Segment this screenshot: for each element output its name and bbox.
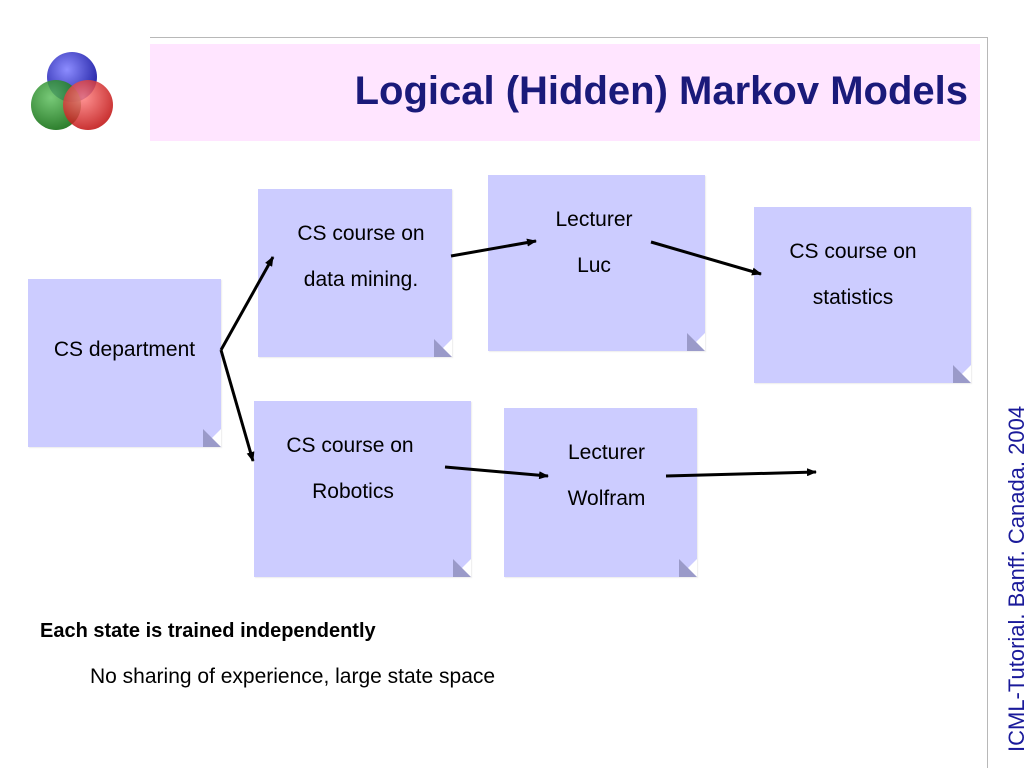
node-label-line-1: CS course on (297, 222, 425, 245)
node-lecturer-wolfram: Lecturer Wolfram (504, 408, 697, 577)
node-label-line-2: statistics (812, 286, 894, 309)
node-lecturer-luc: Lecturer Luc (488, 175, 705, 351)
edge-department-to-robotics (219, 349, 255, 462)
node-label-line-1: CS course on (286, 434, 414, 457)
title-band: Logical (Hidden) Markov Models (150, 44, 980, 141)
node-label-line-2: data mining. (303, 268, 419, 291)
node-label-line-1: Lecturer (555, 208, 633, 231)
logo-circles-icon (31, 52, 113, 130)
side-caption: ICML-Tutorial, Banff, Canada, 2004 (1004, 405, 1024, 752)
frame-right-line (987, 37, 988, 768)
frame-top-line (150, 37, 988, 38)
node-cs-course-robotics: CS course on Robotics (254, 401, 471, 577)
node-label-line-2: Wolfram (567, 487, 646, 510)
node-label-line-1: CS course on (789, 240, 917, 263)
node-label: CS department (53, 338, 196, 361)
node-cs-course-statistics: CS course on statistics (754, 207, 971, 383)
slide-title: Logical (Hidden) Markov Models (354, 69, 968, 113)
bullet-sub: No sharing of experience, large state sp… (90, 665, 496, 688)
node-label-line-2: Robotics (312, 480, 394, 503)
node-label-line-2: Luc (577, 254, 611, 277)
node-cs-course-data-mining: CS course on data mining. (258, 189, 452, 357)
node-cs-department: CS department (28, 279, 221, 447)
node-label-line-1: Lecturer (567, 441, 646, 464)
bullet-main: Each state is trained independently (40, 620, 376, 642)
